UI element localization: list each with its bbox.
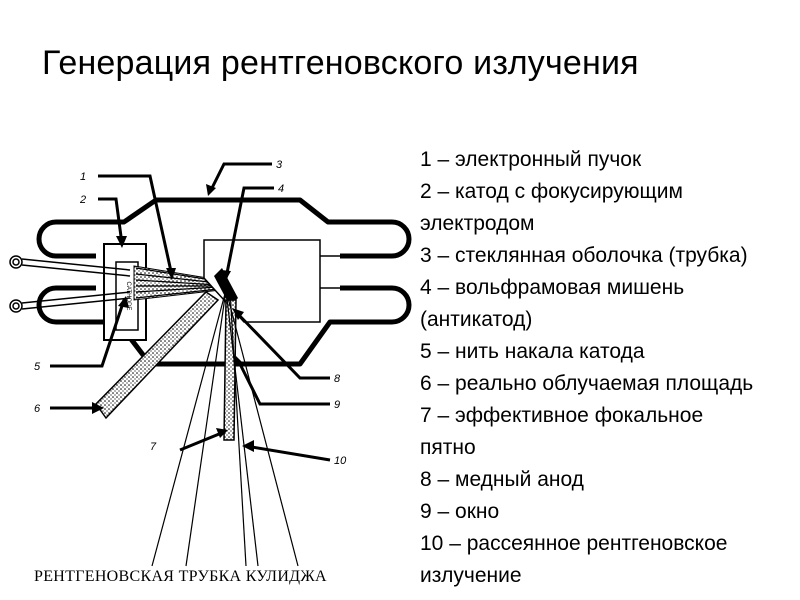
electron-beam	[133, 265, 221, 301]
callout-5: 5	[34, 361, 41, 373]
cathode-label: CATHODE	[125, 282, 131, 311]
callout-10: 10	[334, 455, 347, 467]
legend-item-1: 1 – электронный пучок	[420, 148, 642, 171]
callout-8: 8	[334, 373, 341, 385]
callout-arrowheads	[92, 184, 254, 452]
tungsten-target	[214, 268, 238, 306]
callout-4: 4	[278, 183, 284, 195]
callout-7: 7	[150, 441, 157, 453]
coolidge-tube-diagram: CATHODE	[9, 159, 412, 567]
glass-envelope	[36, 197, 412, 367]
filament-leads	[9, 255, 131, 313]
callout-9: 9	[334, 399, 340, 411]
legend-item-4: 4 – вольфрамовая мишень(антикатод)	[420, 276, 685, 331]
legend-item-9: 9 – окно	[420, 500, 500, 523]
callout-leaders	[50, 162, 331, 462]
callout-2: 2	[79, 194, 86, 206]
legend-item-6: 6 – реально облучаемая площадь	[420, 372, 754, 395]
callout-6: 6	[34, 403, 41, 415]
legend-item-3: 3 – стеклянная оболочка (трубка)	[420, 244, 748, 267]
legend-item-8: 8 – медный анод	[420, 468, 584, 491]
callout-3: 3	[276, 159, 283, 171]
legend-list: 1 – электронный пучок 2 – катод с фокуси…	[420, 144, 800, 592]
legend-item-5: 5 – нить накала катода	[420, 340, 645, 363]
callout-1: 1	[80, 171, 86, 183]
scattered-radiation	[151, 289, 299, 567]
diagram-caption: РЕНТГЕНОВСКАЯ ТРУБКА КУЛИДЖА	[34, 568, 327, 585]
page-title: Генерация рентгеновского излучения	[42, 44, 639, 82]
